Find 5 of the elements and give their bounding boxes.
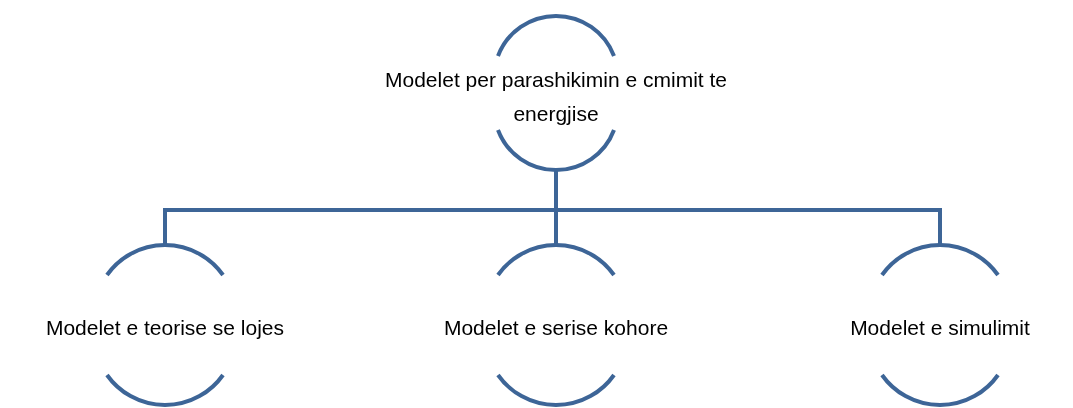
node-label: Modelet per parashikimin e cmimit te energjise	[384, 67, 728, 127]
node-label: Modelet e serise kohore	[442, 315, 670, 341]
node-label: Modelet e teorise se lojes	[44, 315, 286, 341]
connector-line	[554, 170, 942, 245]
node-label: Modelet e simulimit	[849, 315, 1031, 341]
